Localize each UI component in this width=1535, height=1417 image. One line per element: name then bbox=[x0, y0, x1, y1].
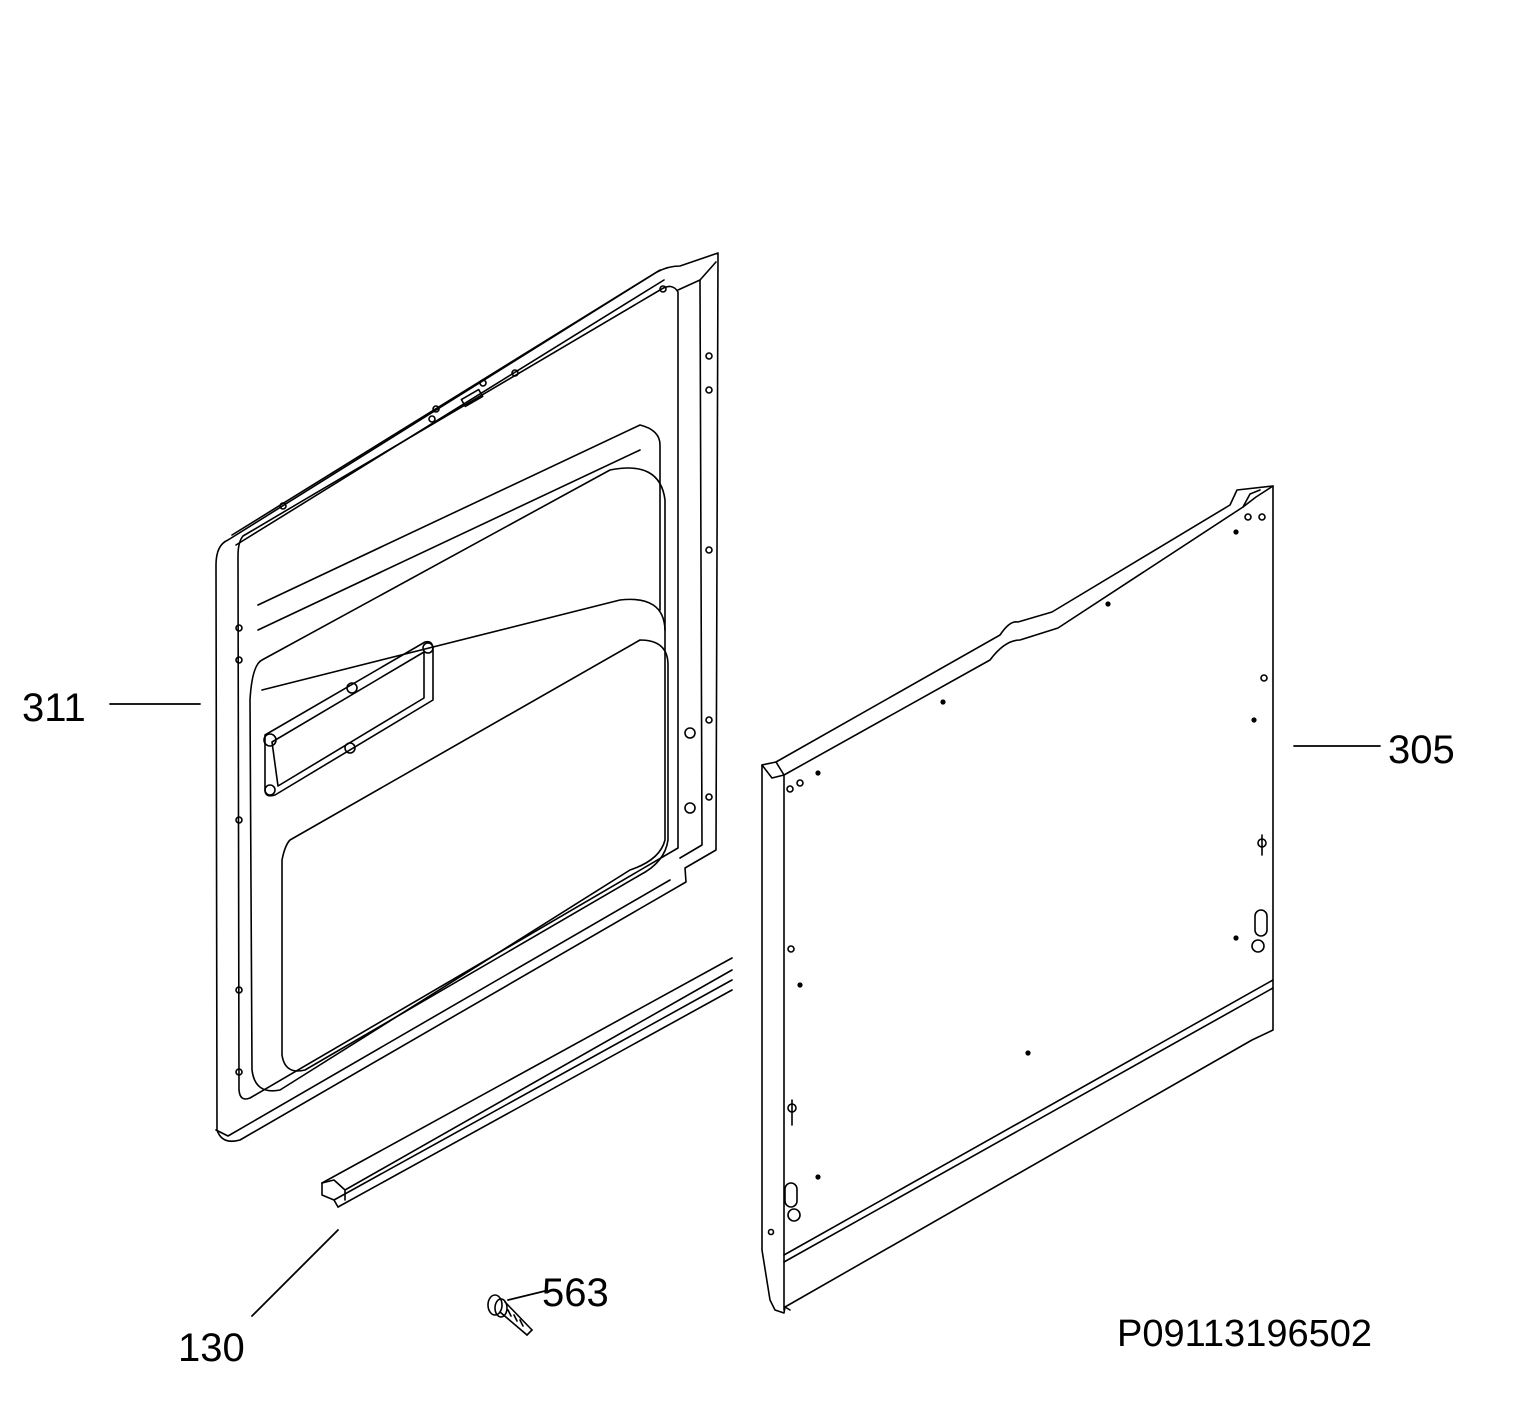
outer-door-panel bbox=[761, 485, 1274, 1314]
screw bbox=[487, 1294, 533, 1336]
leader-line-563 bbox=[507, 1290, 546, 1301]
part-label-305: 305 bbox=[1388, 728, 1455, 772]
door-seal-strip bbox=[321, 957, 733, 1208]
drawing-code: P09113196502 bbox=[1117, 1313, 1372, 1355]
inner-door-panel bbox=[215, 252, 719, 1143]
leader-line-130 bbox=[251, 1229, 339, 1317]
part-label-563: 563 bbox=[542, 1271, 609, 1315]
part-label-311: 311 bbox=[22, 686, 86, 730]
leader-lines bbox=[109, 703, 1381, 1317]
part-label-130: 130 bbox=[178, 1326, 245, 1370]
